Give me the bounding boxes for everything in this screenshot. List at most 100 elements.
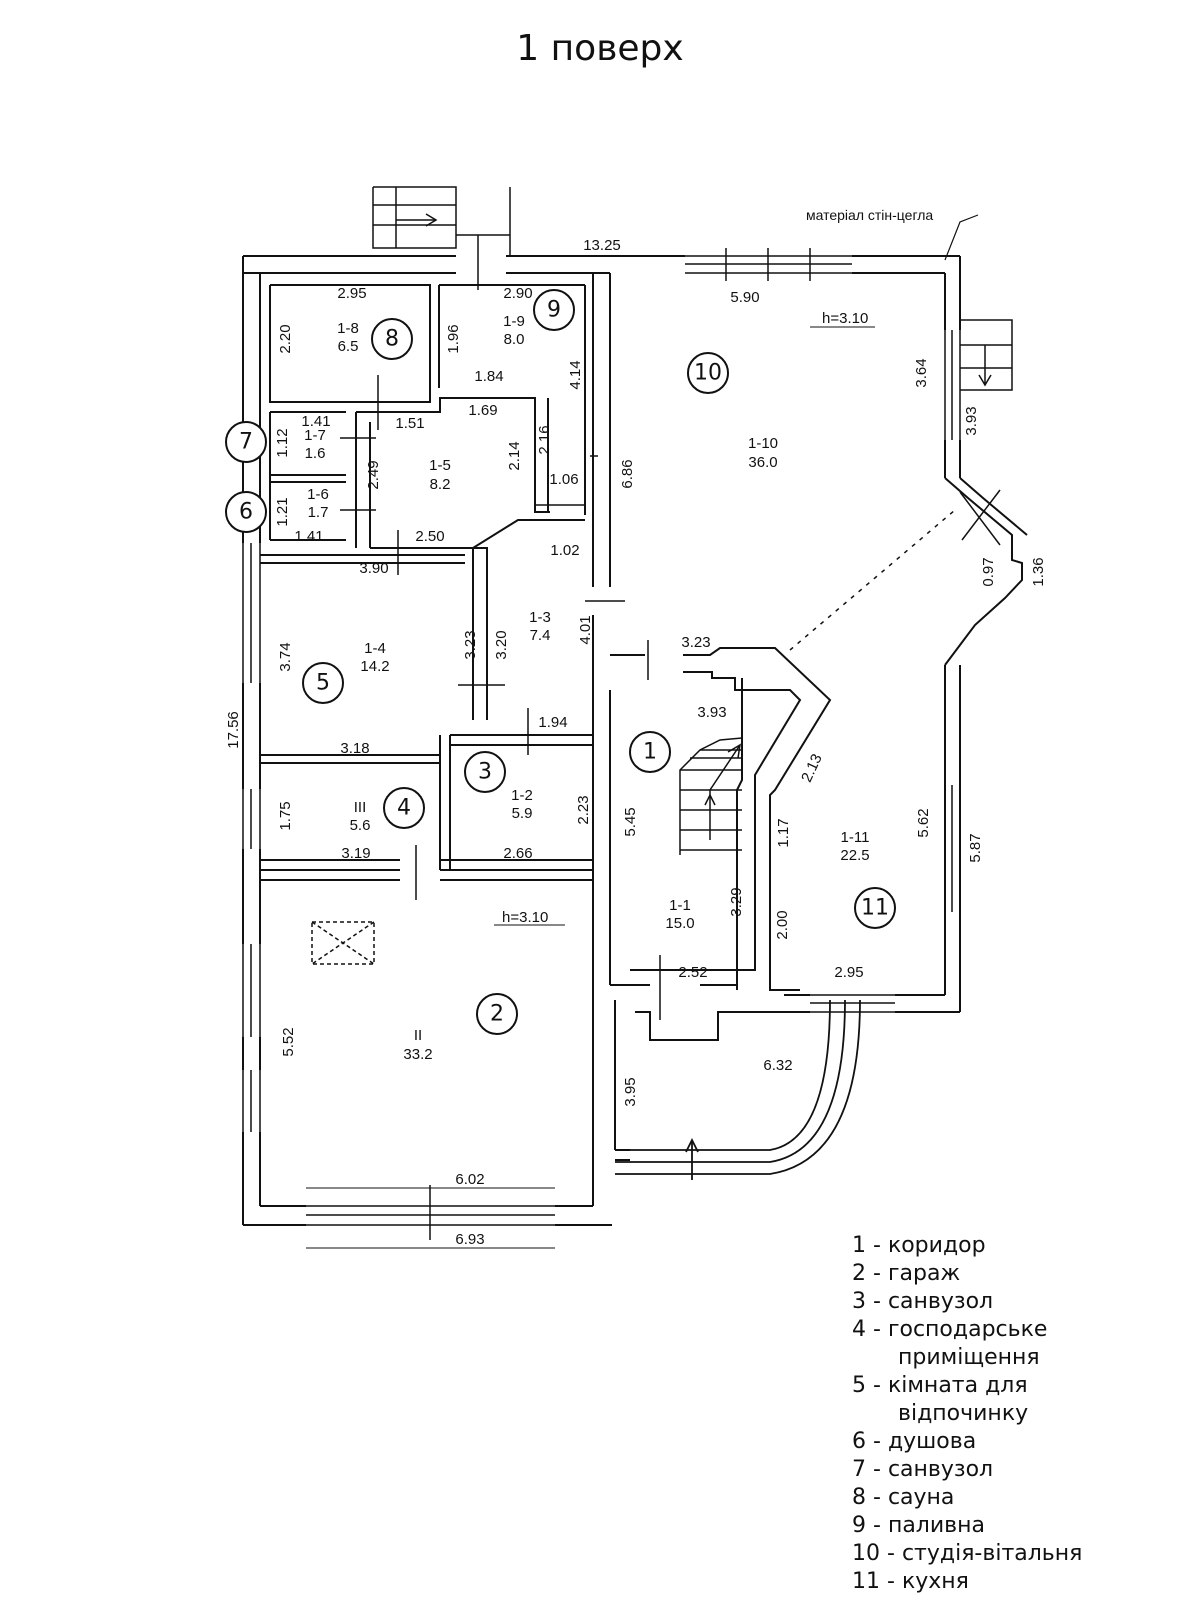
legend-num: 5: [852, 1373, 866, 1398]
room-area-III: 5.6: [350, 817, 371, 834]
legend-item-1: 1 - коридор: [852, 1233, 986, 1258]
external-stairs-top: [372, 186, 511, 290]
dim-5-87: 5.87: [967, 833, 984, 862]
dim-0-97: 0.97: [980, 557, 997, 586]
dim-2-52: 2.52: [678, 964, 707, 981]
interior-walls: [260, 273, 832, 1206]
dim-1-96: 1.96: [445, 324, 462, 353]
room-code-1-2: 1-2: [511, 787, 533, 804]
dim-3-95: 3.95: [622, 1077, 639, 1106]
marker-4: 4: [397, 796, 411, 821]
dim-3-18: 3.18: [340, 740, 369, 757]
dim-4-01: 4.01: [577, 615, 594, 644]
dim-overall-left: 17.56: [225, 711, 242, 749]
dim-1-84: 1.84: [474, 368, 503, 385]
dim-2-16: 2.16: [536, 425, 553, 454]
legend-num: 7: [852, 1457, 866, 1482]
dim-bottom-outer: 6.93: [455, 1231, 484, 1248]
bay-window-cross: [959, 489, 1001, 546]
dotted-diagonal: [789, 509, 956, 651]
legend-item-7: 7 - санвузол: [852, 1457, 994, 1482]
dim-1-94: 1.94: [538, 714, 567, 731]
dim-3-20: 3.20: [493, 630, 510, 659]
dim-3-29: 3.29: [728, 887, 745, 916]
legend-item-6: 6 - душова: [852, 1429, 977, 1454]
legend-num: 8: [852, 1485, 866, 1510]
dim-1-41-a: 1.41: [301, 413, 330, 430]
marker-circle-2: [476, 993, 518, 1035]
dim-5-52: 5.52: [280, 1027, 297, 1056]
room-area-1-9: 8.0: [504, 331, 525, 348]
marker-3: 3: [478, 760, 492, 785]
dim-1-36: 1.36: [1030, 557, 1047, 586]
room-area-1-11: 22.5: [840, 847, 869, 864]
room-code-1-7: 1-7: [304, 427, 326, 444]
marker-2: 2: [490, 1002, 504, 1027]
room-area-1-10: 36.0: [748, 454, 777, 471]
marker-5: 5: [316, 671, 330, 696]
room-code-1-4: 1-4: [364, 640, 386, 657]
legend-num: 3: [852, 1289, 866, 1314]
marker-9: 9: [547, 298, 561, 323]
marker-circle-9: [533, 289, 575, 331]
door-ticks: [340, 375, 661, 1240]
room-code-II: II: [414, 1027, 422, 1044]
marker-circle-4: [383, 787, 425, 829]
room-labels: 1-8 6.5 1-9 8.0 1-10 36.0 1-7 1.6 1-5 8.…: [304, 313, 869, 1063]
legend-text: студія-вітальня: [901, 1541, 1083, 1566]
marker-circle-3: [464, 751, 506, 793]
dim-1-02: 1.02: [550, 542, 579, 559]
dimension-lines: [306, 326, 875, 1249]
legend-text: паливна: [887, 1513, 985, 1538]
room-code-1-8: 1-8: [337, 320, 359, 337]
dim-4-14: 4.14: [567, 360, 584, 389]
marker-circle-6: [225, 491, 267, 533]
marker-circle-11: [854, 887, 896, 929]
dim-2-14: 2.14: [506, 441, 523, 470]
marker-circle-10: [687, 352, 729, 394]
legend-num: 9: [852, 1513, 866, 1538]
dim-2-50: 2.50: [415, 528, 444, 545]
dim-2-13: 2.13: [798, 751, 826, 785]
room-code-1-9: 1-9: [503, 313, 525, 330]
dim-6-32: 6.32: [763, 1057, 792, 1074]
legend-item-2: 2 - гараж: [852, 1261, 961, 1286]
room-code-III: III: [354, 799, 367, 816]
dim-2-49: 2.49: [365, 460, 382, 489]
room-code-1-11: 1-11: [841, 829, 870, 846]
room-area-1-1: 15.0: [665, 915, 694, 932]
marker-8: 8: [385, 327, 399, 352]
dim-2-00: 2.00: [774, 910, 791, 939]
room-marker-labels: 8 9 10 7 6 5 1 3 4 11 2: [239, 298, 889, 1027]
room-area-1-3: 7.4: [530, 627, 551, 644]
dim-2-95-b: 2.95: [834, 964, 863, 981]
legend-text: кухня: [901, 1569, 969, 1594]
dim-2-66: 2.66: [503, 845, 532, 862]
dim-3-90: 3.90: [359, 560, 388, 577]
room-code-1-3: 1-3: [529, 609, 551, 626]
legend-num: 1: [852, 1233, 866, 1258]
marker-circle-7: [225, 421, 267, 463]
legend-item-10: 10 - студія-вітальня: [852, 1541, 1083, 1566]
room-code-1-6: 1-6: [307, 486, 329, 503]
dim-1-69: 1.69: [468, 402, 497, 419]
legend-text: господарське: [887, 1317, 1048, 1342]
room-area-1-2: 5.9: [512, 805, 533, 822]
room-markers: [225, 289, 896, 1035]
room-area-1-6: 1.7: [308, 504, 329, 521]
legend-item-4: 4 - господарське: [852, 1317, 1048, 1342]
dimension-labels-horizontal: 13.25 2.95 2.90 5.90 1.84 1.41 1.51 1.69…: [294, 237, 863, 1248]
dim-5-45: 5.45: [622, 807, 639, 836]
dim-2-95-a: 2.95: [337, 285, 366, 302]
legend-num: 6: [852, 1429, 866, 1454]
legend-item-5: 5 - кімната для: [852, 1373, 1028, 1398]
dim-3-93-a: 3.93: [963, 406, 980, 435]
legend-text: санвузол: [887, 1457, 994, 1482]
dim-2-20: 2.20: [277, 324, 294, 353]
dim-2-90: 2.90: [503, 285, 532, 302]
dim-3-23-a: 3.23: [462, 630, 479, 659]
dim-3-19: 3.19: [341, 845, 370, 862]
legend: 1 - коридор 2 - гараж 3 - санвузол 4 - г…: [852, 1232, 1192, 1596]
room-code-1-5: 1-5: [429, 457, 451, 474]
porch-steps: [615, 999, 861, 1180]
